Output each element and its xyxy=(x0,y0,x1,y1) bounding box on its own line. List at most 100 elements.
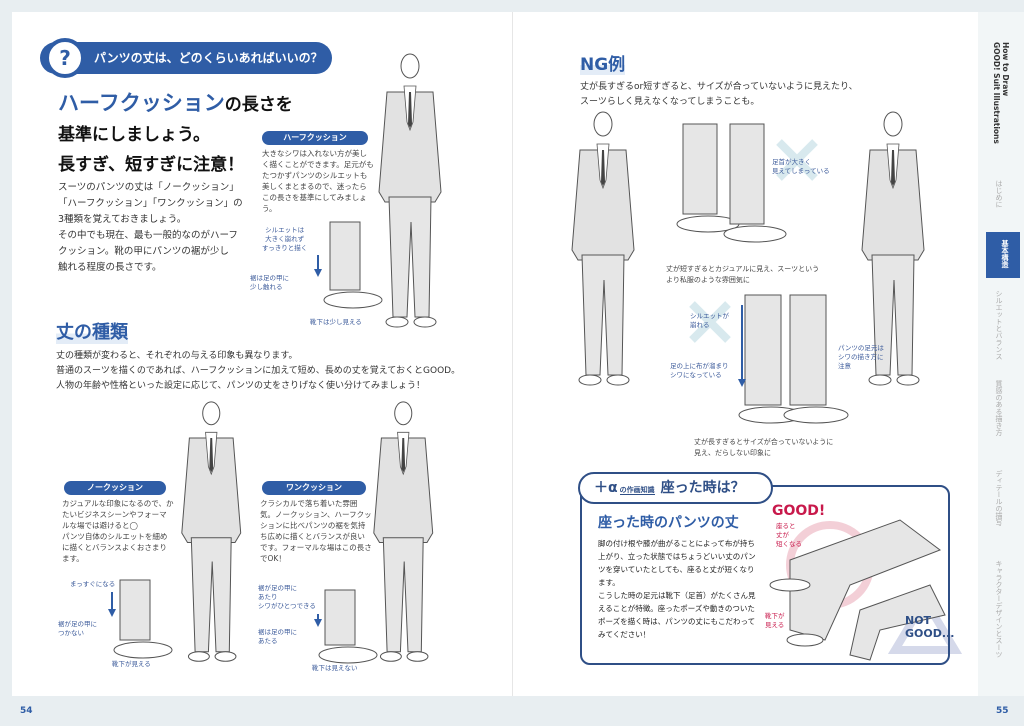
intro-line: その中でも現在、最も一般的なのがハーフ xyxy=(58,230,238,241)
no-cushion-leg xyxy=(119,579,151,641)
shoe xyxy=(786,633,824,647)
shoe xyxy=(323,291,383,309)
not-good-triangle-icon xyxy=(887,592,963,654)
one-cushion-note-sock: 靴下は見えない xyxy=(312,664,358,672)
shoe xyxy=(385,316,409,328)
chapter-tab[interactable]: シルエットとバランス xyxy=(995,290,1003,360)
not-good-label: NOT GOOD... xyxy=(905,614,955,640)
short-caption: 丈が短すぎるとカジュアルに見え、スーツというより私服のような雰囲気に xyxy=(666,265,820,284)
no-cushion-note-arrow: まっすぐになる xyxy=(70,580,116,588)
chapter-tab[interactable]: キャラクターデザインとスーツ xyxy=(995,560,1003,658)
tip-title: 座った時は？ xyxy=(660,480,745,496)
suit-jacket xyxy=(181,437,242,543)
section-body: 丈の種類が変わると、それぞれの与える印象も異なります。普通のスーツを描くのであれ… xyxy=(56,349,460,394)
arrow-head xyxy=(314,619,322,627)
ng-cross-icon xyxy=(776,139,818,181)
ng-intro-line: 丈が長すぎるor短すぎると、サイズが合っていないように見えたり、 xyxy=(580,82,858,92)
shoe xyxy=(769,578,811,592)
suit-pants xyxy=(382,537,424,653)
suit-jacket xyxy=(378,91,442,203)
headline-line3: 長すぎ、短すぎに注意！ xyxy=(58,155,245,175)
head xyxy=(883,111,903,137)
suit-pants xyxy=(581,254,625,376)
page-number-left: 54 xyxy=(20,706,33,716)
one-cushion-desc: クラシカルで落ち着いた雰囲気。ノークッション、ハーフクッションに比べパンツの裾を… xyxy=(260,499,372,563)
short-note: 足首が大きく 見えてしまっている xyxy=(772,158,830,175)
suit-pants xyxy=(388,196,432,318)
one-cushion-label: ワンクッション xyxy=(262,481,366,495)
no-cushion-label: ノークッション xyxy=(64,481,166,495)
long-caption: 丈が長すぎるとサイズが合っていないように見え、だらしない印象に xyxy=(694,438,834,457)
tip-body: 脚の付け根や膝が曲がることによって布が持ち上がり、立った状態ではちょうどいい丈の… xyxy=(598,539,756,639)
arrow-head xyxy=(738,379,746,387)
section-line: 普通のスーツを描くのであれば、ハーフクッションに加えて短め、長めの丈を覚えておく… xyxy=(56,366,461,376)
intro-line: 3種類を覚えておきましょう。 xyxy=(58,214,187,225)
headline-line2: 基準にしましょう。 xyxy=(58,125,210,145)
shoe xyxy=(187,651,210,662)
page-number-right: 55 xyxy=(996,706,1009,716)
sitting-leg xyxy=(849,584,946,661)
ng-cross-icon xyxy=(689,301,731,343)
one-cushion-leg xyxy=(324,589,356,646)
tip-sub: の作画知識 xyxy=(619,486,655,495)
necktie xyxy=(401,438,406,473)
headline-rest: の長さを xyxy=(224,95,293,115)
short-pants-leg xyxy=(682,123,718,215)
good-label: GOOD! xyxy=(772,503,826,519)
shoe xyxy=(606,374,630,386)
long-note-wrinkle: 足の上に布が溜まり シワになっている xyxy=(670,362,729,379)
suit-jacket xyxy=(373,437,434,543)
question-icon: ? xyxy=(45,38,85,78)
chapter-tab[interactable]: 質感のある描き方 xyxy=(995,380,1003,436)
section-line: 人物の年齢や性格といった設定に応じて、パンツの丈をさりげなく使い分けてみましょう… xyxy=(56,381,426,391)
head xyxy=(593,111,613,137)
necktie xyxy=(601,150,605,186)
head xyxy=(394,401,413,426)
no-cushion-note-sock: 靴下が見える xyxy=(112,660,151,668)
headline-accent: ハーフクッション xyxy=(58,91,225,115)
half-cushion-note-hem: 裾は足の甲に 少し触れる xyxy=(250,274,289,291)
arrow-head xyxy=(108,609,116,617)
long-pants-leg xyxy=(789,294,827,406)
short-pants-leg xyxy=(729,123,765,225)
shoe xyxy=(723,225,787,243)
shoe xyxy=(113,641,173,659)
question-banner: パンツの丈は、どのくらいあればいいの？ xyxy=(40,42,332,74)
shoe xyxy=(318,646,378,664)
intro-line: 「ハーフクッション」「ワンクッション」の xyxy=(58,198,243,209)
half-cushion-desc: 大きなシワは入れない方が美しく描くことができます。足元がもたつかずパンツのシルエ… xyxy=(262,149,374,213)
shoe xyxy=(896,374,920,386)
necktie xyxy=(408,92,412,128)
one-cushion-note-hem: 裾は足の甲に あたる xyxy=(258,628,297,645)
tip-note-short: 座ると 丈が 短くなる xyxy=(776,522,802,548)
no-cushion-note-hem: 裾が足の甲に つかない xyxy=(58,620,97,637)
chapter-tab[interactable]: はじめに xyxy=(995,180,1003,208)
shoe xyxy=(578,374,602,386)
arrow-head xyxy=(314,269,322,277)
head xyxy=(202,401,221,426)
book-title: How to Draw GOOD! Suit Illustrations xyxy=(992,42,1010,144)
one-cushion-note-arrow: 裾が足の甲に あたり シワがひとつできる xyxy=(258,584,316,610)
necktie xyxy=(209,438,214,473)
chapter-tab[interactable]: ディテールの描写 xyxy=(995,470,1003,526)
shoe xyxy=(214,651,237,662)
headline: ハーフクッションの長さを 基準にしましょう。 長すぎ、短すぎに注意！ xyxy=(58,88,293,180)
sitting-leg xyxy=(789,519,942,641)
shoe xyxy=(379,651,402,662)
suit-jacket xyxy=(861,149,925,261)
half-cushion-note-arrow: シルエットは 大きく崩れず すっきりと描く xyxy=(262,226,308,252)
chapter-tab[interactable]: 基本構造 xyxy=(986,232,1020,278)
section-title: 丈の種類 xyxy=(56,318,128,344)
intro-line: 触れる程度の長さです。 xyxy=(58,262,162,273)
shoe xyxy=(868,374,892,386)
suit-pants xyxy=(190,537,232,653)
head xyxy=(400,53,420,79)
tip-note-sock: 靴下が 見える xyxy=(765,612,785,629)
shoe xyxy=(413,316,437,328)
tip-heading: 座った時のパンツの丈 xyxy=(598,515,739,531)
intro-line: スーツのパンツの丈は「ノークッション」 xyxy=(58,182,239,193)
half-cushion-label: ハーフクッション xyxy=(262,131,368,145)
section-line: 丈の種類が変わると、それぞれの与える印象も異なります。 xyxy=(56,351,298,361)
